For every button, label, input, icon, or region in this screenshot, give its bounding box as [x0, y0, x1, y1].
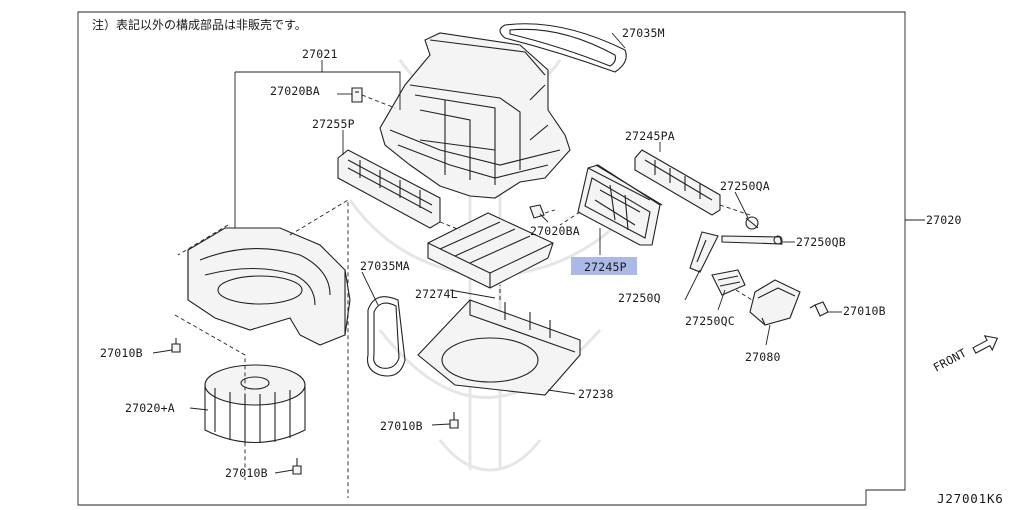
label-27010B-mid: 27010B — [380, 419, 423, 433]
label-27238: 27238 — [578, 387, 614, 401]
cap-27250QA — [745, 216, 759, 230]
label-27035M: 27035M — [622, 26, 665, 40]
label-27010B-left: 27010B — [100, 346, 143, 360]
highlight-27245P — [571, 257, 637, 275]
screw-27010B-bottom — [292, 458, 302, 475]
label-27010B-bottom: 27010B — [225, 466, 268, 480]
label-27035MA: 27035MA — [360, 259, 410, 273]
grille-27245PA — [634, 149, 721, 216]
note-text: 注）表記以外の構成部品は非販売です。 — [92, 17, 307, 32]
filter-27274L — [427, 212, 554, 289]
resistor-27080 — [749, 279, 801, 326]
leader-lines — [152, 32, 925, 474]
blower-motor-27020A — [204, 364, 306, 443]
seal-27035M — [499, 23, 627, 73]
label-27255P: 27255P — [312, 117, 355, 131]
label-27020: 27020 — [926, 213, 962, 227]
label-27250QA: 27250QA — [720, 179, 770, 193]
front-label: FRONT — [931, 346, 969, 375]
label-27250QC: 27250QC — [685, 314, 735, 328]
label-27020A: 27020+A — [125, 401, 175, 415]
label-27020BA-top: 27020BA — [270, 84, 320, 98]
front-indicator: FRONT — [931, 335, 999, 375]
door-27245P — [577, 164, 663, 246]
label-27274L: 27274L — [415, 287, 458, 301]
label-27245PA: 27245PA — [625, 129, 675, 143]
screw-27010B-left — [171, 338, 181, 353]
blower-case — [187, 227, 351, 346]
label-27021: 27021 — [302, 47, 338, 61]
actuator-27250QC — [711, 269, 746, 296]
front-arrow-icon — [972, 335, 999, 354]
intake-housing — [379, 32, 571, 199]
label-27245P: 27245P — [584, 260, 627, 274]
seal-27035MA — [366, 296, 406, 377]
diagram-ref: J27001K6 — [937, 491, 1004, 506]
clip-27020BA-top — [351, 87, 363, 103]
label-27250QB: 27250QB — [796, 235, 846, 249]
tray-27238 — [417, 299, 581, 396]
part-labels: 27035M 27021 27020BA 27255P 27245PA 2725… — [100, 26, 962, 480]
rod-27250QB — [721, 235, 783, 245]
label-27010B-right: 27010B — [843, 304, 886, 318]
assembly-lines — [174, 94, 753, 498]
screw-27010B-mid — [449, 412, 459, 429]
label-27080: 27080 — [745, 350, 781, 364]
diagram-border — [77, 11, 906, 506]
link-27250Q — [689, 231, 719, 273]
screw-27010B-right — [809, 301, 829, 317]
label-27250Q: 27250Q — [618, 291, 661, 305]
label-27020BA-mid: 27020BA — [530, 224, 580, 238]
